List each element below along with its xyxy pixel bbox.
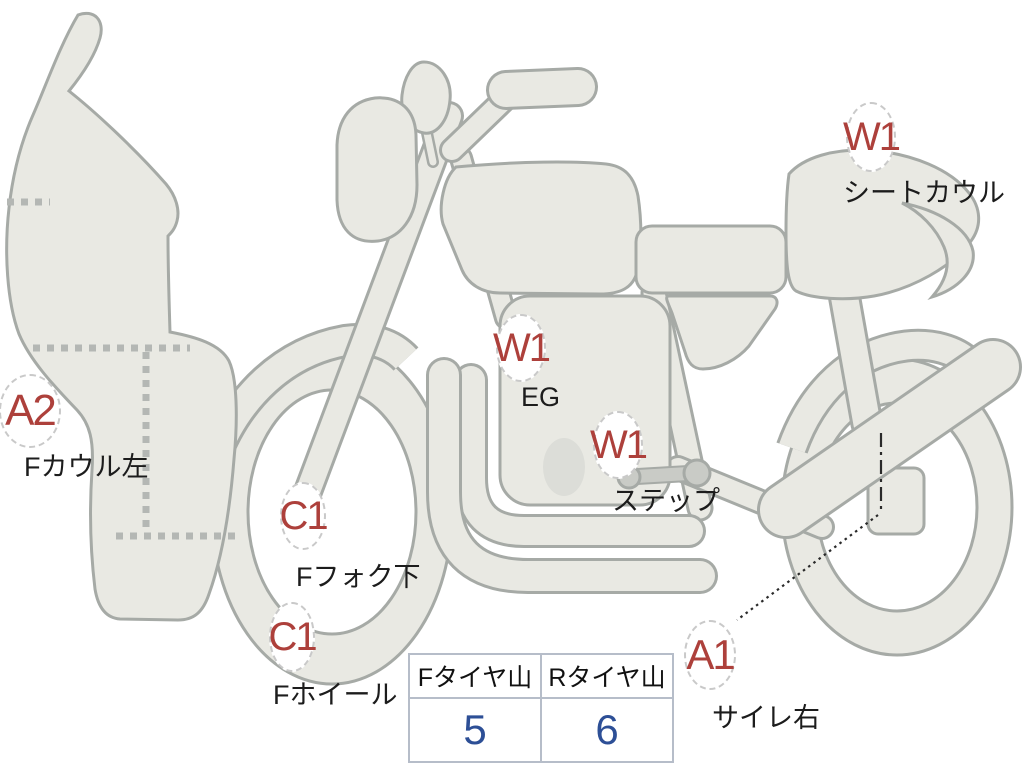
front-cowl (5, 12, 238, 622)
muffler (757, 338, 1022, 539)
annotation-bubble-seat-cowl: W1 (843, 102, 901, 172)
annotation-bubble-fcowl-left: A2 (0, 374, 61, 448)
annotation-part-label: サイレ右 (712, 703, 820, 733)
mirror (400, 60, 452, 168)
seat (634, 224, 788, 295)
cowl-panel-lines (7, 198, 236, 540)
rear-fender (776, 328, 981, 454)
annotation-part-label: EG (521, 382, 561, 412)
tail-section (901, 201, 975, 300)
fuel-tank (439, 160, 643, 296)
front-fork (292, 101, 464, 509)
callout-leader-lines (736, 433, 883, 621)
annotation-part-label: ステップ (612, 486, 720, 516)
annotation-part-label: Fホイール (273, 680, 398, 710)
annotation-code: W1 (843, 115, 901, 159)
rear-tire-tread-value: 6 (540, 697, 674, 763)
annotation-code: W1 (590, 423, 648, 467)
annotation-bubble-step: W1 (590, 411, 648, 479)
annotation-part-label: Fフォク下 (296, 562, 421, 592)
handlebar (439, 67, 598, 163)
foot-step (616, 458, 712, 490)
front-wheel (210, 338, 454, 686)
annotation-bubble-fwheel: C1 (268, 602, 318, 672)
annotation-code: C1 (279, 494, 328, 538)
annotation-code: W1 (493, 326, 551, 370)
annotation-code: A2 (5, 386, 57, 435)
annotation-bubble-silencer-right: A1 (684, 620, 736, 690)
annotation-code: C1 (268, 615, 317, 659)
annotation-code: A1 (686, 631, 735, 678)
side-cover (665, 294, 779, 371)
headlight (335, 96, 419, 243)
annotation-bubble-engine: W1 (493, 314, 551, 382)
annotation-part-label: Fカウル左 (24, 452, 149, 482)
front-tire-tread-header: Fタイヤ山 (408, 653, 542, 699)
rear-tire-tread-header: Rタイヤ山 (540, 653, 674, 699)
exhaust-pipes (426, 357, 718, 594)
front-tire-tread-value: 5 (408, 697, 542, 763)
tire-tread-table: Fタイヤ山 Rタイヤ山 5 6 (408, 653, 674, 763)
annotation-bubble-ffork-lower: C1 (279, 482, 329, 550)
annotation-part-label: シートカウル (843, 178, 1005, 208)
